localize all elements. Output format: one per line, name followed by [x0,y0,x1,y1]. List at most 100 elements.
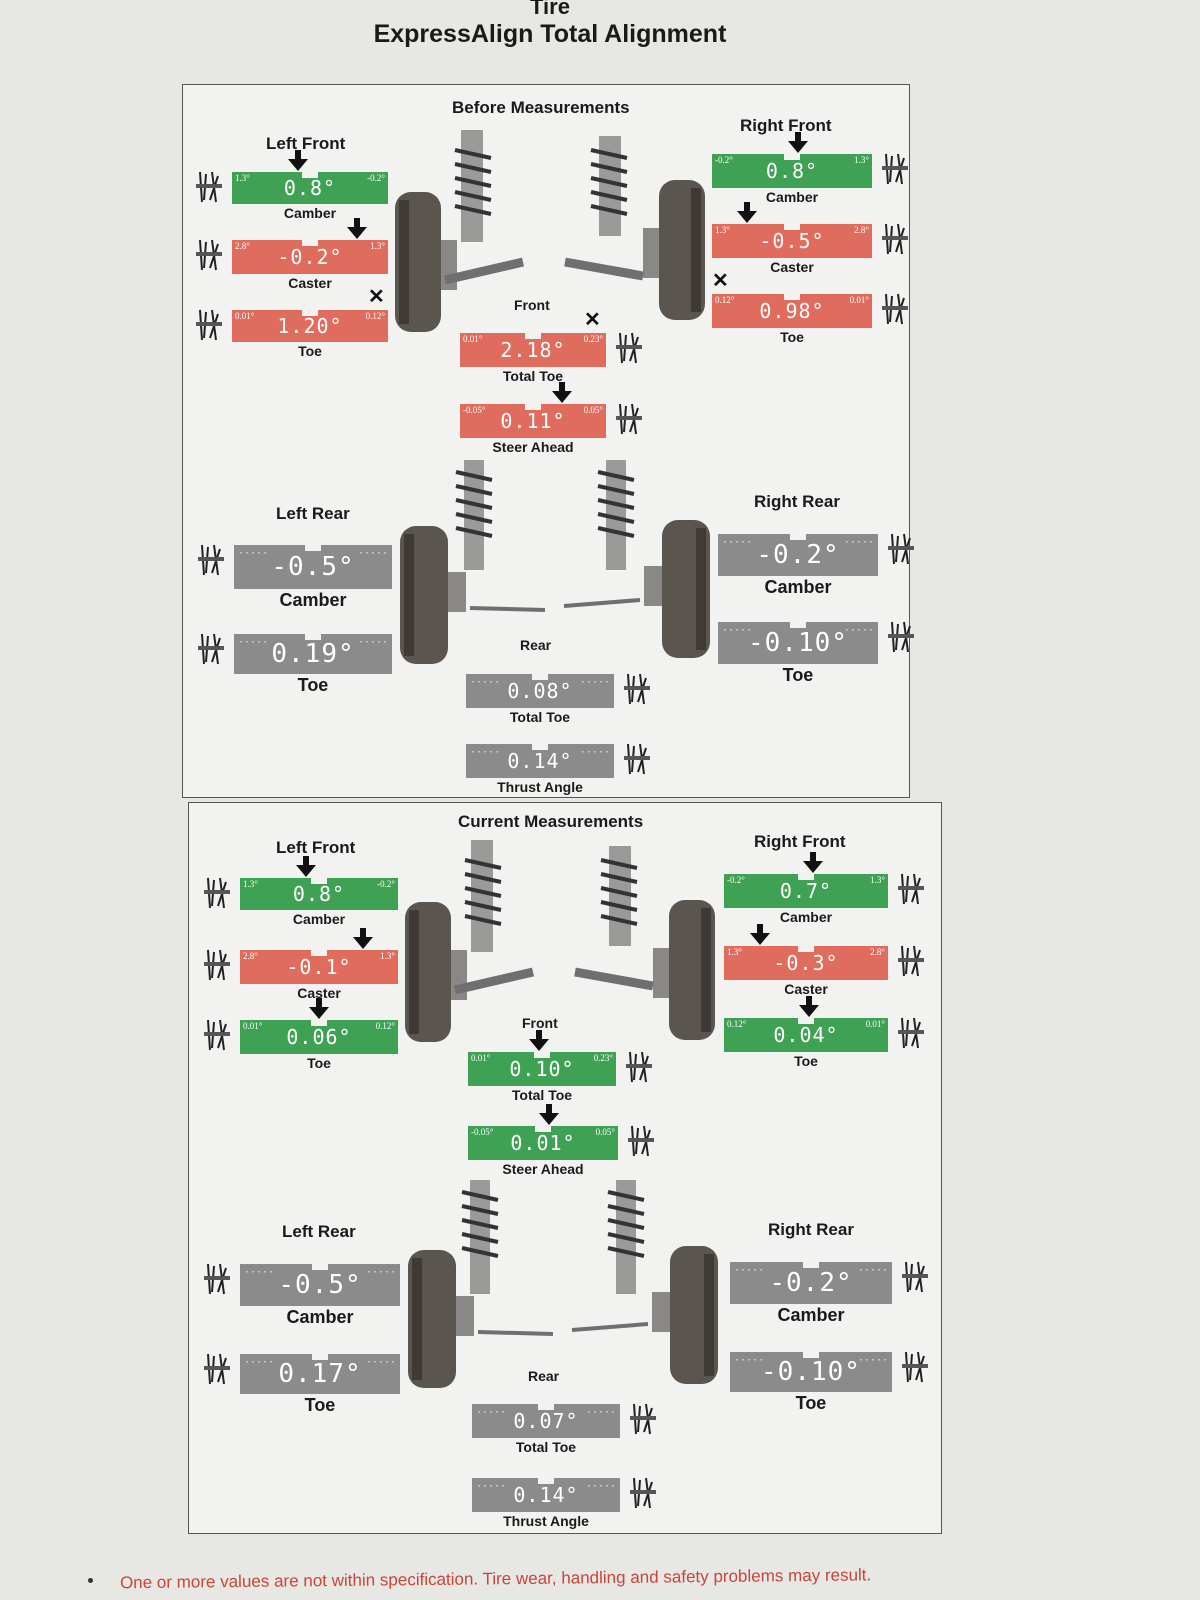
front-suspension-illustration [395,130,705,332]
before-total-toe-front-bar: 0.01°0.23°2.18° [460,333,606,367]
spec-max: 0.01° [865,1019,885,1029]
wheel-angle-icon [614,402,644,441]
no-spec-dots: ····· [579,677,610,688]
wheel-angle-icon [202,1352,232,1391]
spec-max: 0.12° [365,311,385,321]
footer-bullet [88,1578,93,1583]
measurement-value: 0.19° [271,639,355,669]
current-right-front-toe-bar: 0.12°0.01°0.04° [724,1018,888,1052]
current-right-rear-toe-bar: ··········-0.10° [730,1352,892,1392]
current-left-front-label: Left Front [276,838,356,857]
spec-min: 0.01° [243,1021,263,1031]
spec-min: 1.3° [235,173,250,183]
before-right-rear-camber-bar: ····· ·····-0.2° [718,534,878,576]
measurement-value: -0.2° [756,540,840,570]
wheel-angle-icon [622,742,652,781]
no-spec-dots: ····· [470,747,501,758]
spec-min: 0.01° [471,1053,491,1063]
before-total-toe-front-label: Total Toe [502,368,564,384]
measurement-value: 0.14° [513,1483,579,1507]
current-thrust-angle-gauge: ····· ····· 0.14° [472,1478,620,1512]
center-notch [311,950,327,956]
before-left-rear-camber-gauge: ··········-0.5° [234,545,392,589]
current-left-front-camber-bar: 1.3°-0.2°0.8° [240,878,398,910]
no-spec-dots: ····· [238,548,269,559]
center-notch [311,878,327,884]
current-total-toe-front-bar: 0.01° 0.23° 0.10° [468,1052,616,1086]
before-left-front-toe-gauge: 0.01°0.12°1.20° [232,310,388,342]
center-notch [538,1478,554,1484]
center-notch [532,744,548,750]
current-total-toe-front-gauge: 0.01° 0.23° 0.10° [468,1052,616,1086]
before-left-front-toe-bar: 0.01°0.12°1.20° [232,310,388,342]
current-right-front-label: Right Front [754,832,846,851]
no-spec-dots: ····· [357,637,388,648]
no-spec-dots: ····· [470,677,501,688]
before-right-rear-toe-bar: ··········-0.10° [718,622,878,664]
center-notch [525,404,541,410]
current-left-front-camber-gauge: 1.3°-0.2°0.8° [240,878,398,910]
before-total-toe-rear-label: Total Toe [509,709,571,725]
current-left-rear-toe-gauge: ··········0.17° [240,1354,400,1394]
wheel-angle-icon [624,1050,654,1089]
center-notch [311,1020,327,1026]
before-left-rear-toe-gauge: ··········0.19° [234,634,392,674]
wheel-angle-icon [202,1262,232,1301]
current-steer-ahead-label: Steer Ahead [502,1161,584,1177]
wheel-angle-icon [880,152,910,191]
center-notch [535,1126,551,1132]
wheel-angle-icon [194,238,224,277]
spec-max: 0.05° [595,1127,615,1137]
no-spec-dots: ····· [244,1267,275,1278]
center-notch [798,874,814,880]
wheel-angle-icon [194,308,224,347]
before-left-rear-toe-label: Toe [297,675,329,695]
no-spec-dots: ····· [722,537,753,548]
before-right-front-camber-bar: -0.2°1.3°0.8° [712,154,872,188]
wheel-angle-icon [628,1476,658,1515]
before-rear-axle-label: Rear [520,637,552,653]
measurement-value: 0.8° [765,159,819,183]
current-right-front-toe-label: Toe [794,1053,818,1069]
before-left-front-camber-bar: 1.3°-0.2°0.8° [232,172,388,204]
spec-min: 1.3° [243,879,258,889]
no-spec-dots: ····· [585,1481,616,1492]
spec-max: 0.23° [593,1053,613,1063]
measurement-value: 0.17° [278,1359,362,1389]
report-title: ExpressAlign Total Alignment [373,20,727,48]
wheel-angle-icon [196,543,226,582]
measurement-value: 0.07° [513,1409,579,1433]
spec-warning: One or more values are not within specif… [119,1565,872,1593]
before-left-front-toe-label: Toe [298,343,322,359]
measurement-value: 0.04° [773,1023,839,1047]
center-notch [305,634,321,640]
current-left-front-toe-bar: 0.01° 0.12° 0.06° [240,1020,398,1054]
before-right-rear-toe-label: Toe [782,665,814,685]
no-spec-dots: ····· [722,625,753,636]
no-spec-dots: ····· [476,1481,507,1492]
out-of-range-x-icon: ✕ [368,286,385,308]
measurement-value: -0.5° [759,229,825,253]
measurement-value: 0.06° [286,1025,352,1049]
measurement-value: 0.10° [509,1057,575,1081]
spec-max: 0.12° [375,1021,395,1031]
current-right-front-toe-gauge: 0.12°0.01°0.04° [724,1018,888,1052]
spec-max: 1.3° [870,875,885,885]
current-right-front-camber-bar: -0.2°1.3°0.7° [724,874,888,908]
before-left-rear-toe-bar: ··········0.19° [234,634,392,674]
current-right-rear-toe-gauge: ··········-0.10° [730,1352,892,1392]
current-panel-title: Current Measurements [458,812,644,831]
wheel-angle-icon [880,222,910,261]
center-notch [302,240,318,246]
no-spec-dots: ····· [244,1357,275,1368]
current-left-rear-camber-bar: ··········-0.5° [240,1264,400,1306]
wheel-angle-icon [202,1018,232,1057]
spec-min: 1.3° [727,947,742,957]
spec-min: 1.3° [715,225,730,235]
before-left-rear-label: Left Rear [276,504,350,523]
before-total-toe-rear-bar: ··········0.08° [466,674,614,708]
measurement-value: -0.2° [277,245,343,269]
measurement-value: 0.98° [759,299,825,323]
wheel-angle-icon [886,532,916,571]
no-spec-dots: ····· [843,537,874,548]
